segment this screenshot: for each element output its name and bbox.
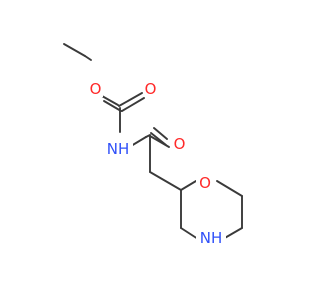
bond-ch3-ch2 xyxy=(63,43,86,57)
bond-ringc-o xyxy=(180,180,197,191)
bond-ester-o-c1 xyxy=(101,95,119,106)
bond-ch2-ringc xyxy=(149,171,182,191)
bond-ring-c-nh xyxy=(222,227,243,240)
ester-oxygen-label: O xyxy=(88,80,103,98)
bond-c1-o-double-a xyxy=(118,92,143,107)
amide-nh-label: NH xyxy=(103,142,133,157)
ring-nh-label: NH xyxy=(196,231,226,246)
bond-ring-nh-c xyxy=(180,227,199,240)
bond-skeleton xyxy=(63,43,243,240)
bond-o-c1 xyxy=(103,100,122,112)
bond-nh-c2 xyxy=(130,136,147,147)
carbonyl-oxygen-label-1: O xyxy=(143,80,158,98)
bond-c1-o-double-b xyxy=(121,97,145,112)
ring-oxygen-label: O xyxy=(196,176,214,191)
bond-ringo-c xyxy=(216,180,243,197)
bond-ch2-o xyxy=(84,55,92,61)
molecule-diagram: O O NH O O NH xyxy=(63,43,243,246)
bond-c2-o-double-b xyxy=(153,127,168,140)
carbonyl-oxygen-label-2: O xyxy=(172,135,187,153)
bond-c2-o xyxy=(149,135,170,148)
